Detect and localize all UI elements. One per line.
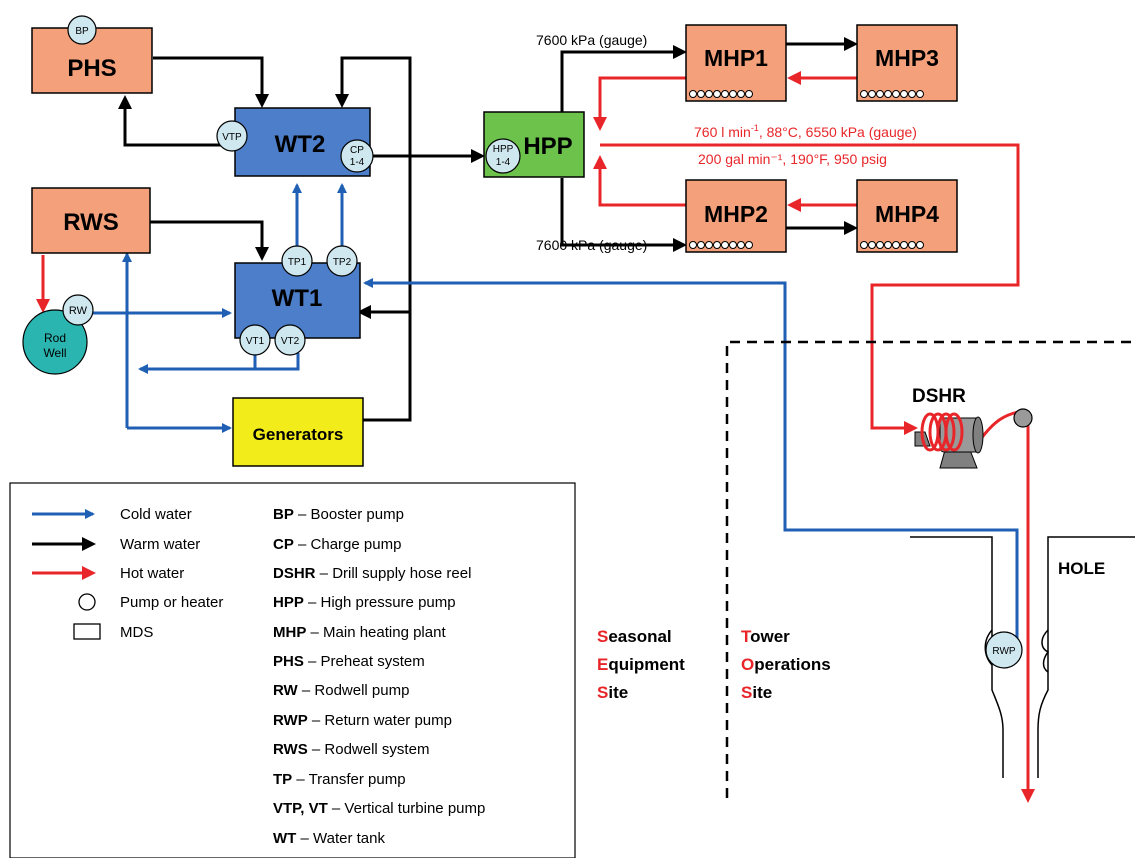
bp-label: BP [75, 26, 89, 37]
rodwell-label-line2: Well [43, 346, 66, 360]
header-to-dshr-line [600, 143, 1020, 435]
abbr-rwp: RWP – Return water pump [273, 712, 452, 729]
sheave-wheel [1013, 408, 1033, 428]
abbr-dshr: DSHR – Drill supply hose reel [273, 565, 471, 582]
mhp1-unit: MHP1 [685, 24, 787, 102]
mds-rectangle-icon [73, 623, 101, 640]
legend-label-warm: Warm water [120, 536, 200, 553]
mhp4-label: MHP4 [875, 201, 939, 227]
vt1-pump: VT1 [239, 324, 271, 356]
cp-label-line1: CP [350, 145, 364, 156]
generators-label: Generators [253, 425, 344, 444]
mhp4-heater-coils [860, 241, 924, 249]
tower-line-1: Tower [741, 627, 790, 646]
mhp2-label: MHP2 [704, 201, 768, 227]
rws-label: RWS [63, 209, 119, 236]
abbr-rws: RWS – Rodwell system [273, 741, 429, 758]
pressure-bottom-label: 7600 kPa (gauge) [536, 237, 647, 253]
hpp-to-mhp2-line [560, 178, 687, 252]
borehole [910, 536, 1135, 778]
legend-label-cold: Cold water [120, 506, 192, 523]
legend-label-pump: Pump or heater [120, 594, 223, 611]
tp1-pump: TP1 [281, 245, 313, 277]
mhp1-to-header-line [593, 76, 686, 131]
return-loop-top-line [335, 56, 412, 422]
seasonal-line-3: Site [597, 683, 628, 702]
abbr-wt: WT – Water tank [273, 830, 385, 847]
abbr-bp: BP – Booster pump [273, 506, 404, 523]
vt2-pump: VT2 [274, 324, 306, 356]
rws-unit: RWS [31, 187, 151, 254]
phs-to-wt2-line [153, 56, 269, 108]
hot-water-lines [36, 71, 1035, 803]
tp1-label: TP1 [288, 257, 307, 268]
legend-label-mds: MDS [120, 624, 153, 641]
legend: Cold water Warm water Hot water Pump or … [9, 482, 576, 858]
rodwell-label-line1: Rod [44, 331, 66, 345]
vt-return-line [138, 353, 300, 374]
hot-spec-us-label: 200 gal min⁻¹, 190°F, 950 psig [698, 151, 887, 167]
abbr-vtp: VTP, VT – Vertical turbine pump [273, 800, 485, 817]
cp-label-line2: 1-4 [350, 157, 365, 168]
legend-label-hot: Hot water [120, 565, 184, 582]
vt1-label: VT1 [246, 336, 265, 347]
dshr-reel: DSHR [912, 386, 1033, 469]
hot-spec-si-label: 760 l min-1, 88°C, 6550 kPa (gauge) [694, 123, 917, 140]
legend-frame [9, 482, 576, 858]
mhp2-to-header-line [593, 155, 686, 207]
hpp-to-mhp1-line [560, 45, 687, 118]
abbr-phs: PHS – Preheat system [273, 653, 425, 670]
hpp-pump: HPP 1-4 [485, 138, 521, 174]
rws-to-wt1-line [150, 220, 269, 261]
wt1-label: WT1 [272, 285, 323, 312]
mhp2-heater-coils [689, 241, 753, 249]
pump-circle-icon [78, 593, 96, 611]
abbr-hpp: HPP – High pressure pump [273, 594, 456, 611]
wt2-to-phs-line [118, 95, 235, 147]
abbr-tp: TP – Transfer pump [273, 771, 406, 788]
reel-to-hole-line [978, 410, 1035, 803]
mhp3-unit: MHP3 [856, 24, 958, 102]
dshr-label: DSHR [912, 386, 966, 407]
seasonal-line-2: Equipment [597, 655, 685, 674]
hpp-pump-label-line2: 1-4 [496, 157, 511, 168]
rwp-pump: RWP [985, 631, 1023, 669]
rod-well: Rod Well [22, 309, 88, 375]
seasonal-line-1: Seasonal [597, 627, 672, 646]
tp2-pump: TP2 [326, 245, 358, 277]
mhp1-heater-coils [689, 90, 753, 98]
tower-operations-site-label: Tower Operations Site [741, 627, 831, 702]
cp-pump: CP 1-4 [340, 139, 374, 173]
mhp4-unit: MHP4 [856, 179, 958, 253]
mhp1-label: MHP1 [704, 45, 768, 71]
phs-label: PHS [67, 55, 116, 82]
warm-water-lines [118, 37, 858, 422]
wt2-label: WT2 [275, 131, 326, 158]
abbr-mhp: MHP – Main heating plant [273, 624, 446, 641]
tp2-label: TP2 [333, 257, 352, 268]
hole-label: HOLE [1058, 559, 1105, 578]
vtp-pump: VTP [216, 120, 248, 152]
mhp2-unit: MHP2 [685, 179, 787, 253]
rwp-return-line [363, 278, 1019, 645]
pressure-top-label: 7600 kPa (gauge) [536, 32, 647, 48]
tower-line-2: Operations [741, 655, 831, 674]
rw-pump: RW [62, 294, 94, 326]
vtp-label: VTP [222, 132, 242, 143]
abbr-rw: RW – Rodwell pump [273, 682, 409, 699]
hpp-pump-label-line1: HPP [493, 144, 514, 155]
rw-label: RW [69, 305, 88, 317]
generators-unit: Generators [232, 397, 364, 467]
hpp-label: HPP [523, 133, 572, 160]
abbr-cp: CP – Charge pump [273, 536, 401, 553]
vt2-label: VT2 [281, 336, 300, 347]
rwp-label: RWP [992, 646, 1015, 657]
seasonal-equipment-site-label: Seasonal Equipment Site [597, 627, 685, 702]
mhp3-heater-coils [860, 90, 924, 98]
bp-pump: BP [67, 15, 97, 45]
mhp3-label: MHP3 [875, 45, 939, 71]
tower-line-3: Site [741, 683, 772, 702]
cold-water-lines [88, 183, 1019, 645]
